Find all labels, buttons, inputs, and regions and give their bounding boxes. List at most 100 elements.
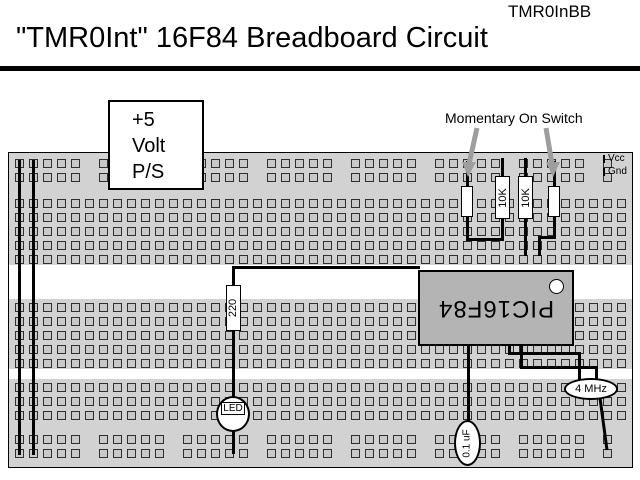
breadboard-hole [337, 345, 346, 354]
breadboard-hole [533, 397, 542, 406]
breadboard-hole [603, 359, 612, 368]
breadboard-hole [211, 303, 220, 312]
breadboard-hole [463, 241, 472, 250]
breadboard-hole [379, 199, 388, 208]
breadboard-hole [169, 199, 178, 208]
breadboard-hole [253, 331, 262, 340]
breadboard-hole [491, 383, 500, 392]
breadboard-hole [519, 435, 528, 444]
breadboard-hole [435, 359, 444, 368]
breadboard-hole [43, 159, 52, 168]
breadboard-hole [589, 411, 598, 420]
breadboard-hole [351, 303, 360, 312]
breadboard-hole [449, 345, 458, 354]
breadboard-hole [477, 383, 486, 392]
breadboard-hole [575, 317, 584, 326]
breadboard-hole [113, 303, 122, 312]
breadboard-hole [113, 435, 122, 444]
breadboard-hole [267, 303, 276, 312]
breadboard-hole [57, 255, 66, 264]
breadboard-hole [449, 159, 458, 168]
breadboard-hole [113, 411, 122, 420]
breadboard-hole [127, 331, 136, 340]
breadboard-hole [127, 345, 136, 354]
breadboard-hole [295, 345, 304, 354]
switch-pole-left [461, 186, 473, 217]
breadboard-hole [617, 255, 626, 264]
breadboard-hole [253, 303, 262, 312]
wire-r2-top [524, 158, 527, 176]
breadboard-hole [491, 435, 500, 444]
breadboard-hole [295, 173, 304, 182]
breadboard-hole [575, 199, 584, 208]
breadboard-hole [253, 255, 262, 264]
breadboard-hole [155, 345, 164, 354]
breadboard-hole [211, 317, 220, 326]
resistor-220: 220 [226, 285, 241, 331]
breadboard-hole [113, 241, 122, 250]
breadboard-hole [589, 199, 598, 208]
breadboard-hole [323, 255, 332, 264]
breadboard-hole [575, 241, 584, 250]
breadboard-hole [211, 359, 220, 368]
breadboard-hole [589, 241, 598, 250]
breadboard-hole [365, 255, 374, 264]
breadboard-hole [141, 345, 150, 354]
breadboard-hole [617, 241, 626, 250]
wire-switch-right-top [553, 161, 556, 186]
breadboard-hole [169, 397, 178, 406]
breadboard-hole [85, 411, 94, 420]
breadboard-hole [267, 435, 276, 444]
breadboard-hole [113, 449, 122, 458]
breadboard-hole [43, 213, 52, 222]
breadboard-hole [183, 345, 192, 354]
breadboard-hole [281, 331, 290, 340]
breadboard-holes-top-rails [15, 159, 627, 187]
breadboard-hole [43, 383, 52, 392]
wire-220-to-chip [232, 266, 420, 269]
breadboard-hole [449, 199, 458, 208]
breadboard-hole [155, 241, 164, 250]
breadboard-hole [99, 449, 108, 458]
breadboard-hole [323, 159, 332, 168]
breadboard-hole [127, 213, 136, 222]
breadboard-hole [281, 397, 290, 406]
wire-switch-right-link [538, 236, 556, 239]
breadboard-hole [253, 241, 262, 250]
breadboard-hole [379, 159, 388, 168]
breadboard-hole [561, 227, 570, 236]
breadboard-hole [617, 383, 626, 392]
wire-switch-right-drop [538, 236, 541, 256]
breadboard-hole [519, 383, 528, 392]
resistor-10k-1: 10K [495, 176, 510, 219]
breadboard-hole [421, 383, 430, 392]
breadboard-hole [351, 411, 360, 420]
breadboard-hole [141, 449, 150, 458]
breadboard-hole [99, 317, 108, 326]
breadboard-hole [477, 173, 486, 182]
breadboard-hole [519, 449, 528, 458]
breadboard-hole [253, 383, 262, 392]
breadboard-hole [351, 227, 360, 236]
breadboard-hole [351, 449, 360, 458]
breadboard-hole [421, 213, 430, 222]
breadboard-hole [505, 255, 514, 264]
breadboard-hole [617, 213, 626, 222]
breadboard-hole [337, 359, 346, 368]
breadboard-hole [267, 255, 276, 264]
breadboard-hole [435, 411, 444, 420]
breadboard-hole [85, 331, 94, 340]
breadboard-hole [449, 359, 458, 368]
breadboard-hole [169, 359, 178, 368]
breadboard-hole [533, 255, 542, 264]
breadboard-hole [435, 159, 444, 168]
wire-chip-pin-a [508, 344, 511, 354]
breadboard-hole [337, 227, 346, 236]
breadboard-hole [393, 159, 402, 168]
breadboard-hole [407, 449, 416, 458]
breadboard-hole [393, 173, 402, 182]
breadboard-hole [267, 397, 276, 406]
breadboard-hole [155, 383, 164, 392]
breadboard-hole [491, 411, 500, 420]
breadboard-hole [71, 213, 80, 222]
